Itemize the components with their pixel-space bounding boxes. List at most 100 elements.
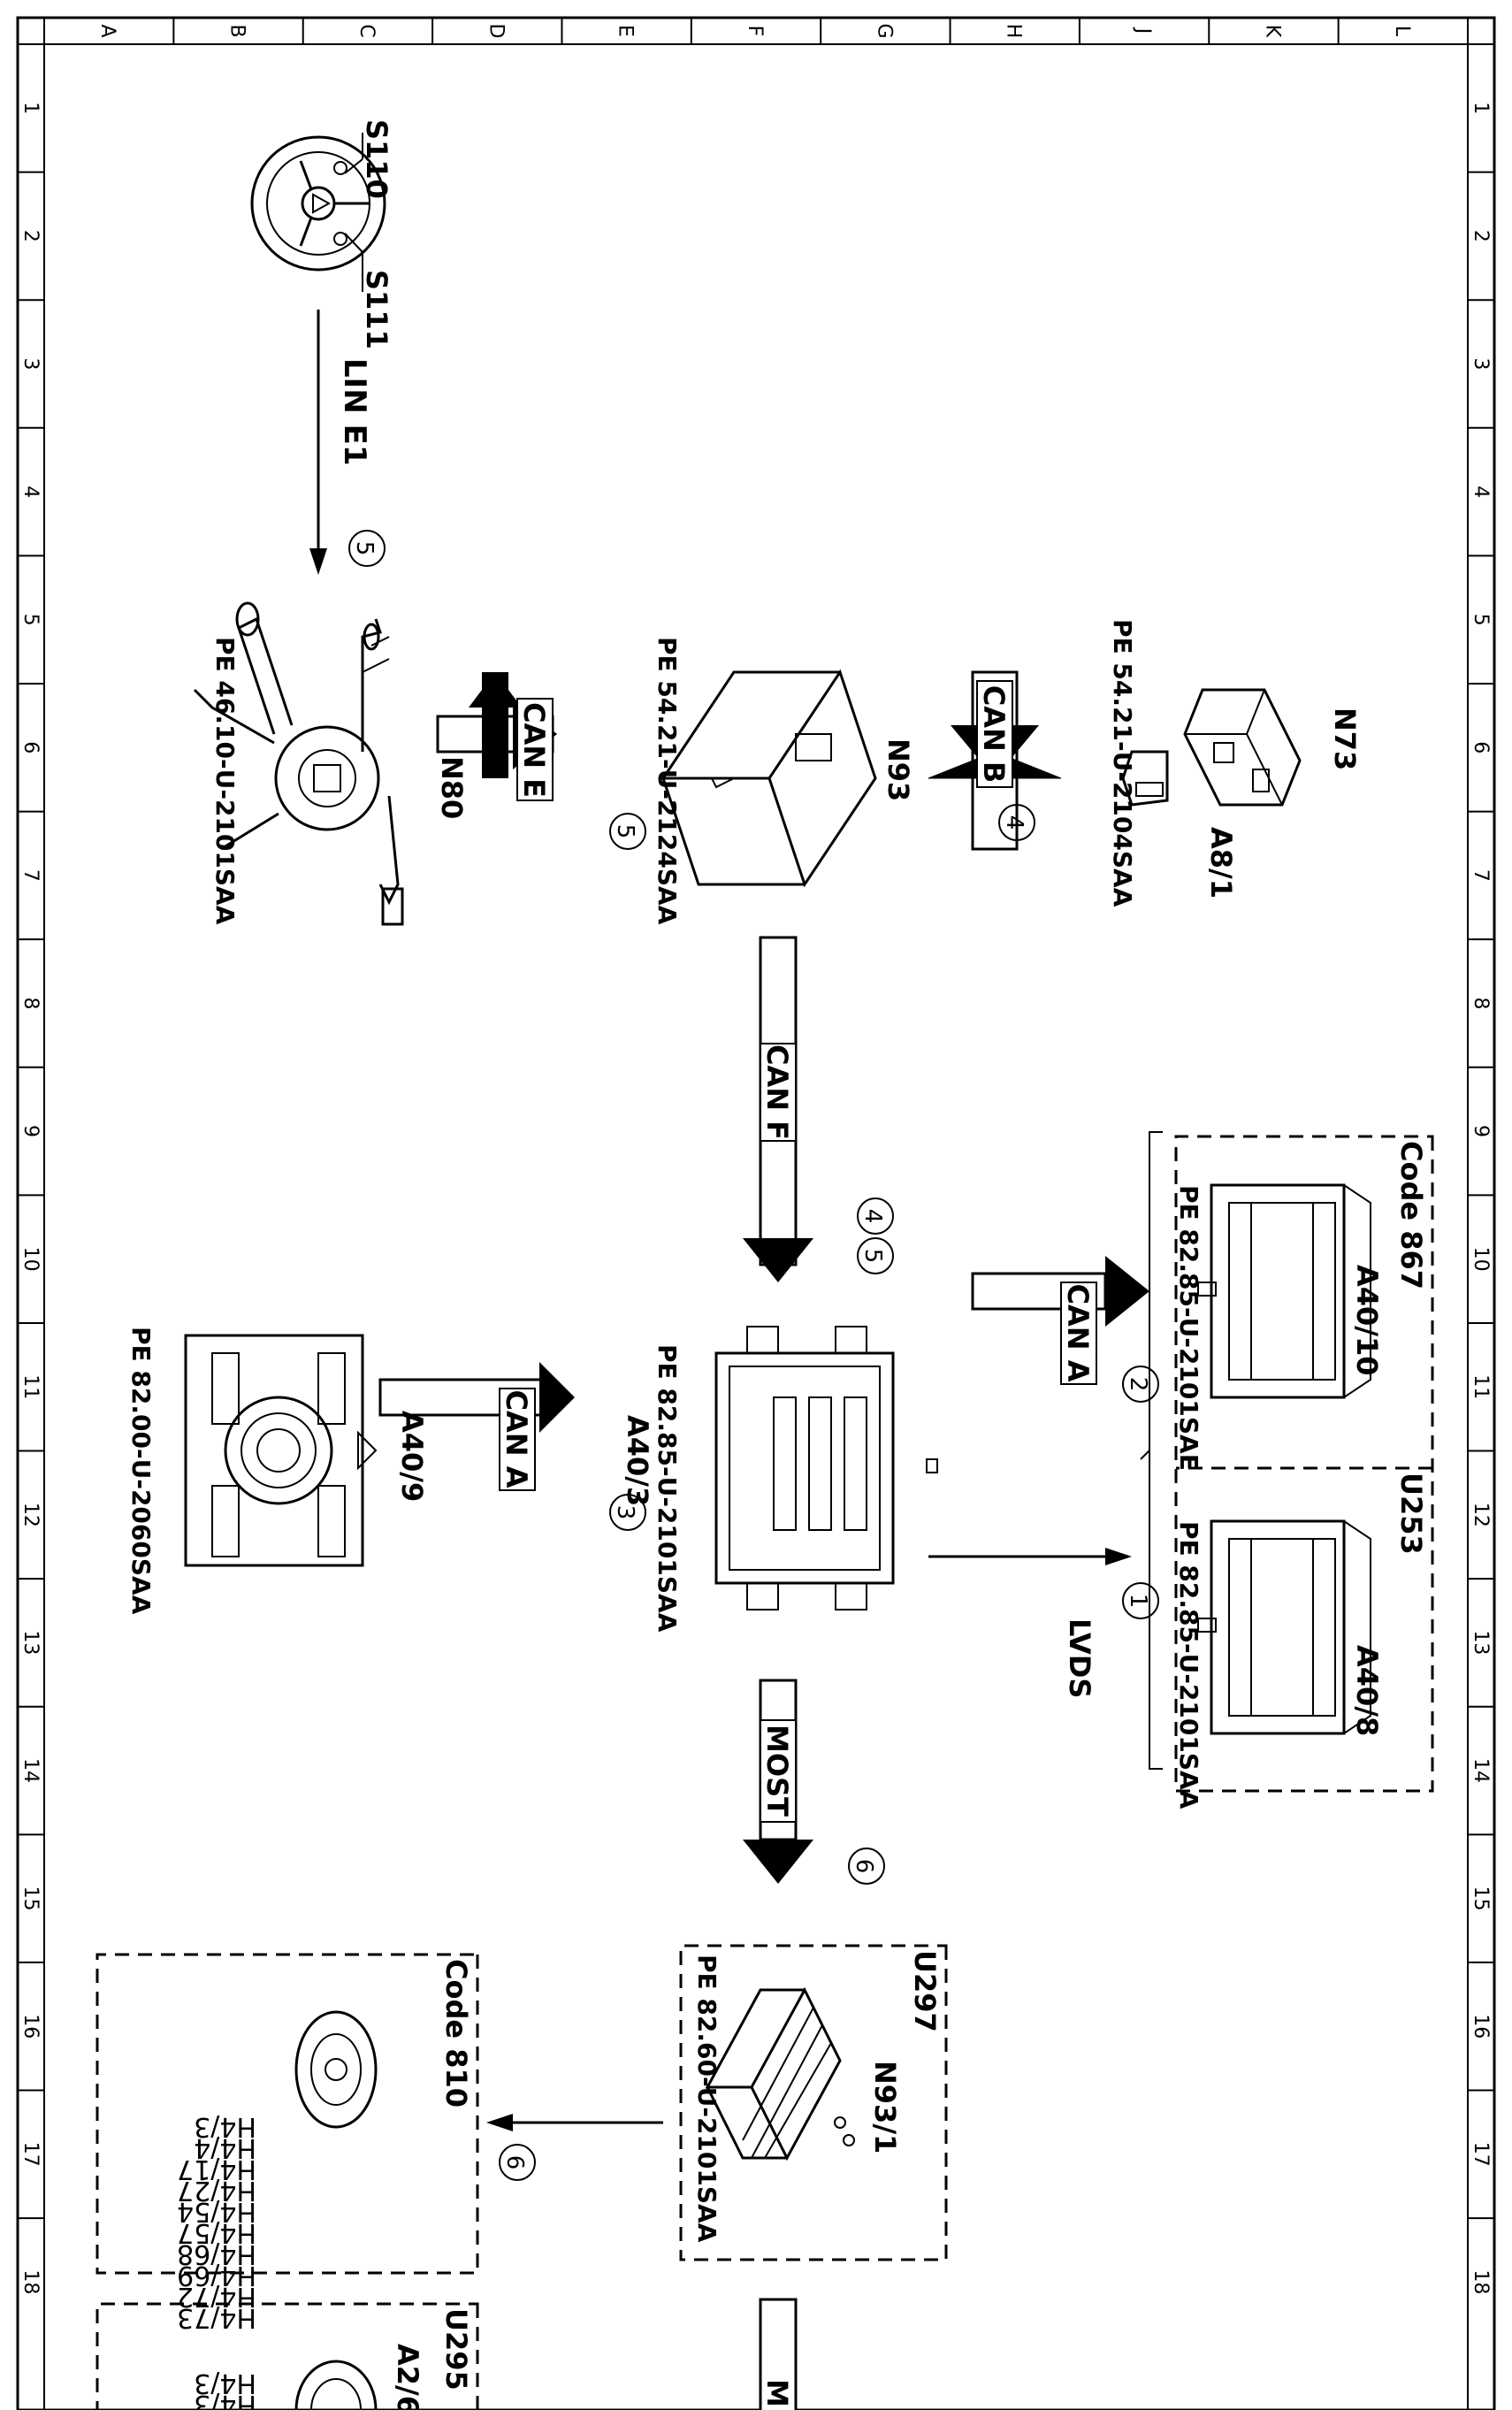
n93-1-ref: PE 82.60-U-2101SAA	[692, 1955, 722, 2243]
n93-label: N93	[882, 738, 915, 801]
code-810-label: Code 810	[439, 1959, 473, 2108]
speaker-810-item: H4/54	[177, 2196, 256, 2227]
displays-group	[1174, 1135, 1434, 1793]
grid-row-top-7: 7	[1470, 869, 1492, 882]
grid-row-top-9: 9	[1470, 1125, 1492, 1137]
grid-row-bottom-13: 13	[19, 1630, 42, 1655]
marker-can-f-2: 5	[859, 1249, 886, 1264]
n80-label: N80	[435, 756, 469, 819]
grid-col-f: F	[744, 26, 766, 37]
can-e-label: CAN E	[517, 702, 551, 798]
a40-8-label: A40/8	[1350, 1645, 1384, 1736]
grid-row-bottom-10: 10	[19, 1247, 42, 1272]
drawing-frame	[16, 16, 1496, 2410]
grid-row-top-5: 5	[1470, 614, 1492, 626]
a40-10-display	[1197, 1183, 1371, 1399]
grid-row-bottom-12: 12	[19, 1503, 42, 1527]
grid-row-top-11: 11	[1470, 1374, 1492, 1399]
speaker-icon-2	[294, 2360, 378, 2410]
grid-col-l: L	[1391, 26, 1413, 37]
grid-col-j: J	[1132, 27, 1154, 34]
grid-col-c: C	[355, 24, 378, 37]
marker-lvds: 1	[1125, 1594, 1151, 1609]
lin-e1-label: LIN E1	[337, 358, 372, 466]
a40-8-ref: PE 82.85-U-2101SAA	[1174, 1521, 1203, 1809]
speaker-810-item: H4/72	[177, 2281, 256, 2312]
grid-col-g: G	[873, 23, 895, 38]
grid-row-bottom-16: 16	[19, 2014, 42, 2039]
grid-row-bottom-9: 9	[19, 1125, 42, 1137]
u295-group	[95, 2302, 479, 2410]
n73-sub-label: A8/1	[1204, 827, 1238, 899]
grid-row-top-4: 4	[1470, 486, 1492, 498]
u297-label: U297	[908, 1950, 942, 2032]
grid-row-labels: 1122334455667788991010111112121313141415…	[19, 102, 1492, 2294]
grid-col-e: E	[615, 25, 637, 37]
a40-10-ref: PE 82.85-U-2101SAE	[1174, 1185, 1203, 1471]
grid-col-d: D	[485, 24, 507, 39]
grid-row-top-12: 12	[1470, 1503, 1492, 1527]
grid-row-bottom-6: 6	[19, 741, 42, 754]
grid-row-top-15: 15	[1470, 1886, 1492, 1911]
speaker-295-item: H4/3	[194, 2389, 256, 2410]
grid-row-bottom-3: 3	[19, 357, 42, 370]
grid-row-bottom-17: 17	[19, 2142, 42, 2167]
n93-ref: PE 54.21-U-2124SAA	[653, 637, 682, 925]
grid-row-top-10: 10	[1470, 1247, 1492, 1272]
n80-ref: PE 46.10-U-2101SAA	[210, 637, 240, 925]
a40-9-ref: PE 82.00-U-2060SAA	[126, 1327, 156, 1615]
n93-1-amplifier	[705, 1986, 855, 2161]
u253-label: U253	[1394, 1473, 1428, 1555]
most-label: MOST	[760, 1725, 794, 1817]
can-a-10-label: CAN A	[1061, 1284, 1095, 1382]
speaker-295-item: H4/3	[194, 2368, 256, 2399]
marker-can-e: 5	[612, 824, 638, 839]
grid-row-top-18: 18	[1470, 2269, 1492, 2294]
most-cut-label: M	[760, 2379, 794, 2407]
marker-speakers: 6	[501, 2155, 528, 2170]
a40-3-label: A40/3	[621, 1415, 654, 1506]
grid-row-bottom-4: 4	[19, 486, 42, 498]
grid-col-a: A	[96, 24, 118, 37]
grid-row-top-14: 14	[1470, 1758, 1492, 1783]
speaker-810-item: H4/69	[177, 2260, 256, 2291]
grid-row-top-2: 2	[1470, 230, 1492, 242]
code-867-label: Code 867	[1394, 1141, 1428, 1289]
marker-can-a-9: 3	[612, 1505, 638, 1520]
grid-row-top-6: 6	[1470, 741, 1492, 754]
n73-ref: PE 54.21-U-2104SAA	[1108, 619, 1137, 907]
a40-10-label: A40/10	[1350, 1265, 1384, 1376]
speaker-810-item: H4/4	[194, 2132, 256, 2163]
marker-can-b: 4	[1001, 815, 1027, 830]
n93-1-label: N93/1	[868, 2061, 902, 2154]
u295-label: U295	[439, 2308, 473, 2391]
speaker-810-item: H4/27	[177, 2175, 256, 2206]
n73-ignition-switch	[1121, 688, 1302, 807]
speaker-810-item: H4/17	[177, 2154, 256, 2184]
grid-row-top-13: 13	[1470, 1630, 1492, 1655]
grid-row-bottom-7: 7	[19, 869, 42, 882]
grid-row-top-1: 1	[1470, 102, 1492, 114]
grid-col-h: H	[1003, 24, 1025, 39]
grid-row-bottom-1: 1	[19, 102, 42, 114]
most-continuation	[759, 2298, 798, 2410]
lvds-connection	[928, 1548, 1132, 1565]
code-810-speaker-list: H4/3H4/4H4/17H4/27H4/54H4/57H4/68H4/69H4…	[177, 2111, 256, 2333]
displays-bracket	[1140, 1131, 1163, 1770]
speaker-810-item: H4/57	[177, 2217, 256, 2248]
a40-9-label: A40/9	[395, 1411, 429, 1502]
lvds-label: LVDS	[1063, 1618, 1096, 1698]
grid-col-b: B	[226, 24, 248, 37]
grid-row-top-17: 17	[1470, 2142, 1492, 2167]
grid-row-bottom-18: 18	[19, 2269, 42, 2294]
grid-row-bottom-8: 8	[19, 997, 42, 1009]
grid-row-bottom-14: 14	[19, 1758, 42, 1783]
grid-row-top-8: 8	[1470, 997, 1492, 1009]
grid-row-bottom-15: 15	[19, 1886, 42, 1911]
n80-steering-column-module	[193, 601, 404, 926]
s111-label: S111	[360, 270, 393, 349]
a40-3-ref: PE 82.85-U-2101SAA	[653, 1344, 682, 1633]
grid-row-bottom-11: 11	[19, 1374, 42, 1399]
a40-3-head-unit	[714, 1326, 938, 1610]
